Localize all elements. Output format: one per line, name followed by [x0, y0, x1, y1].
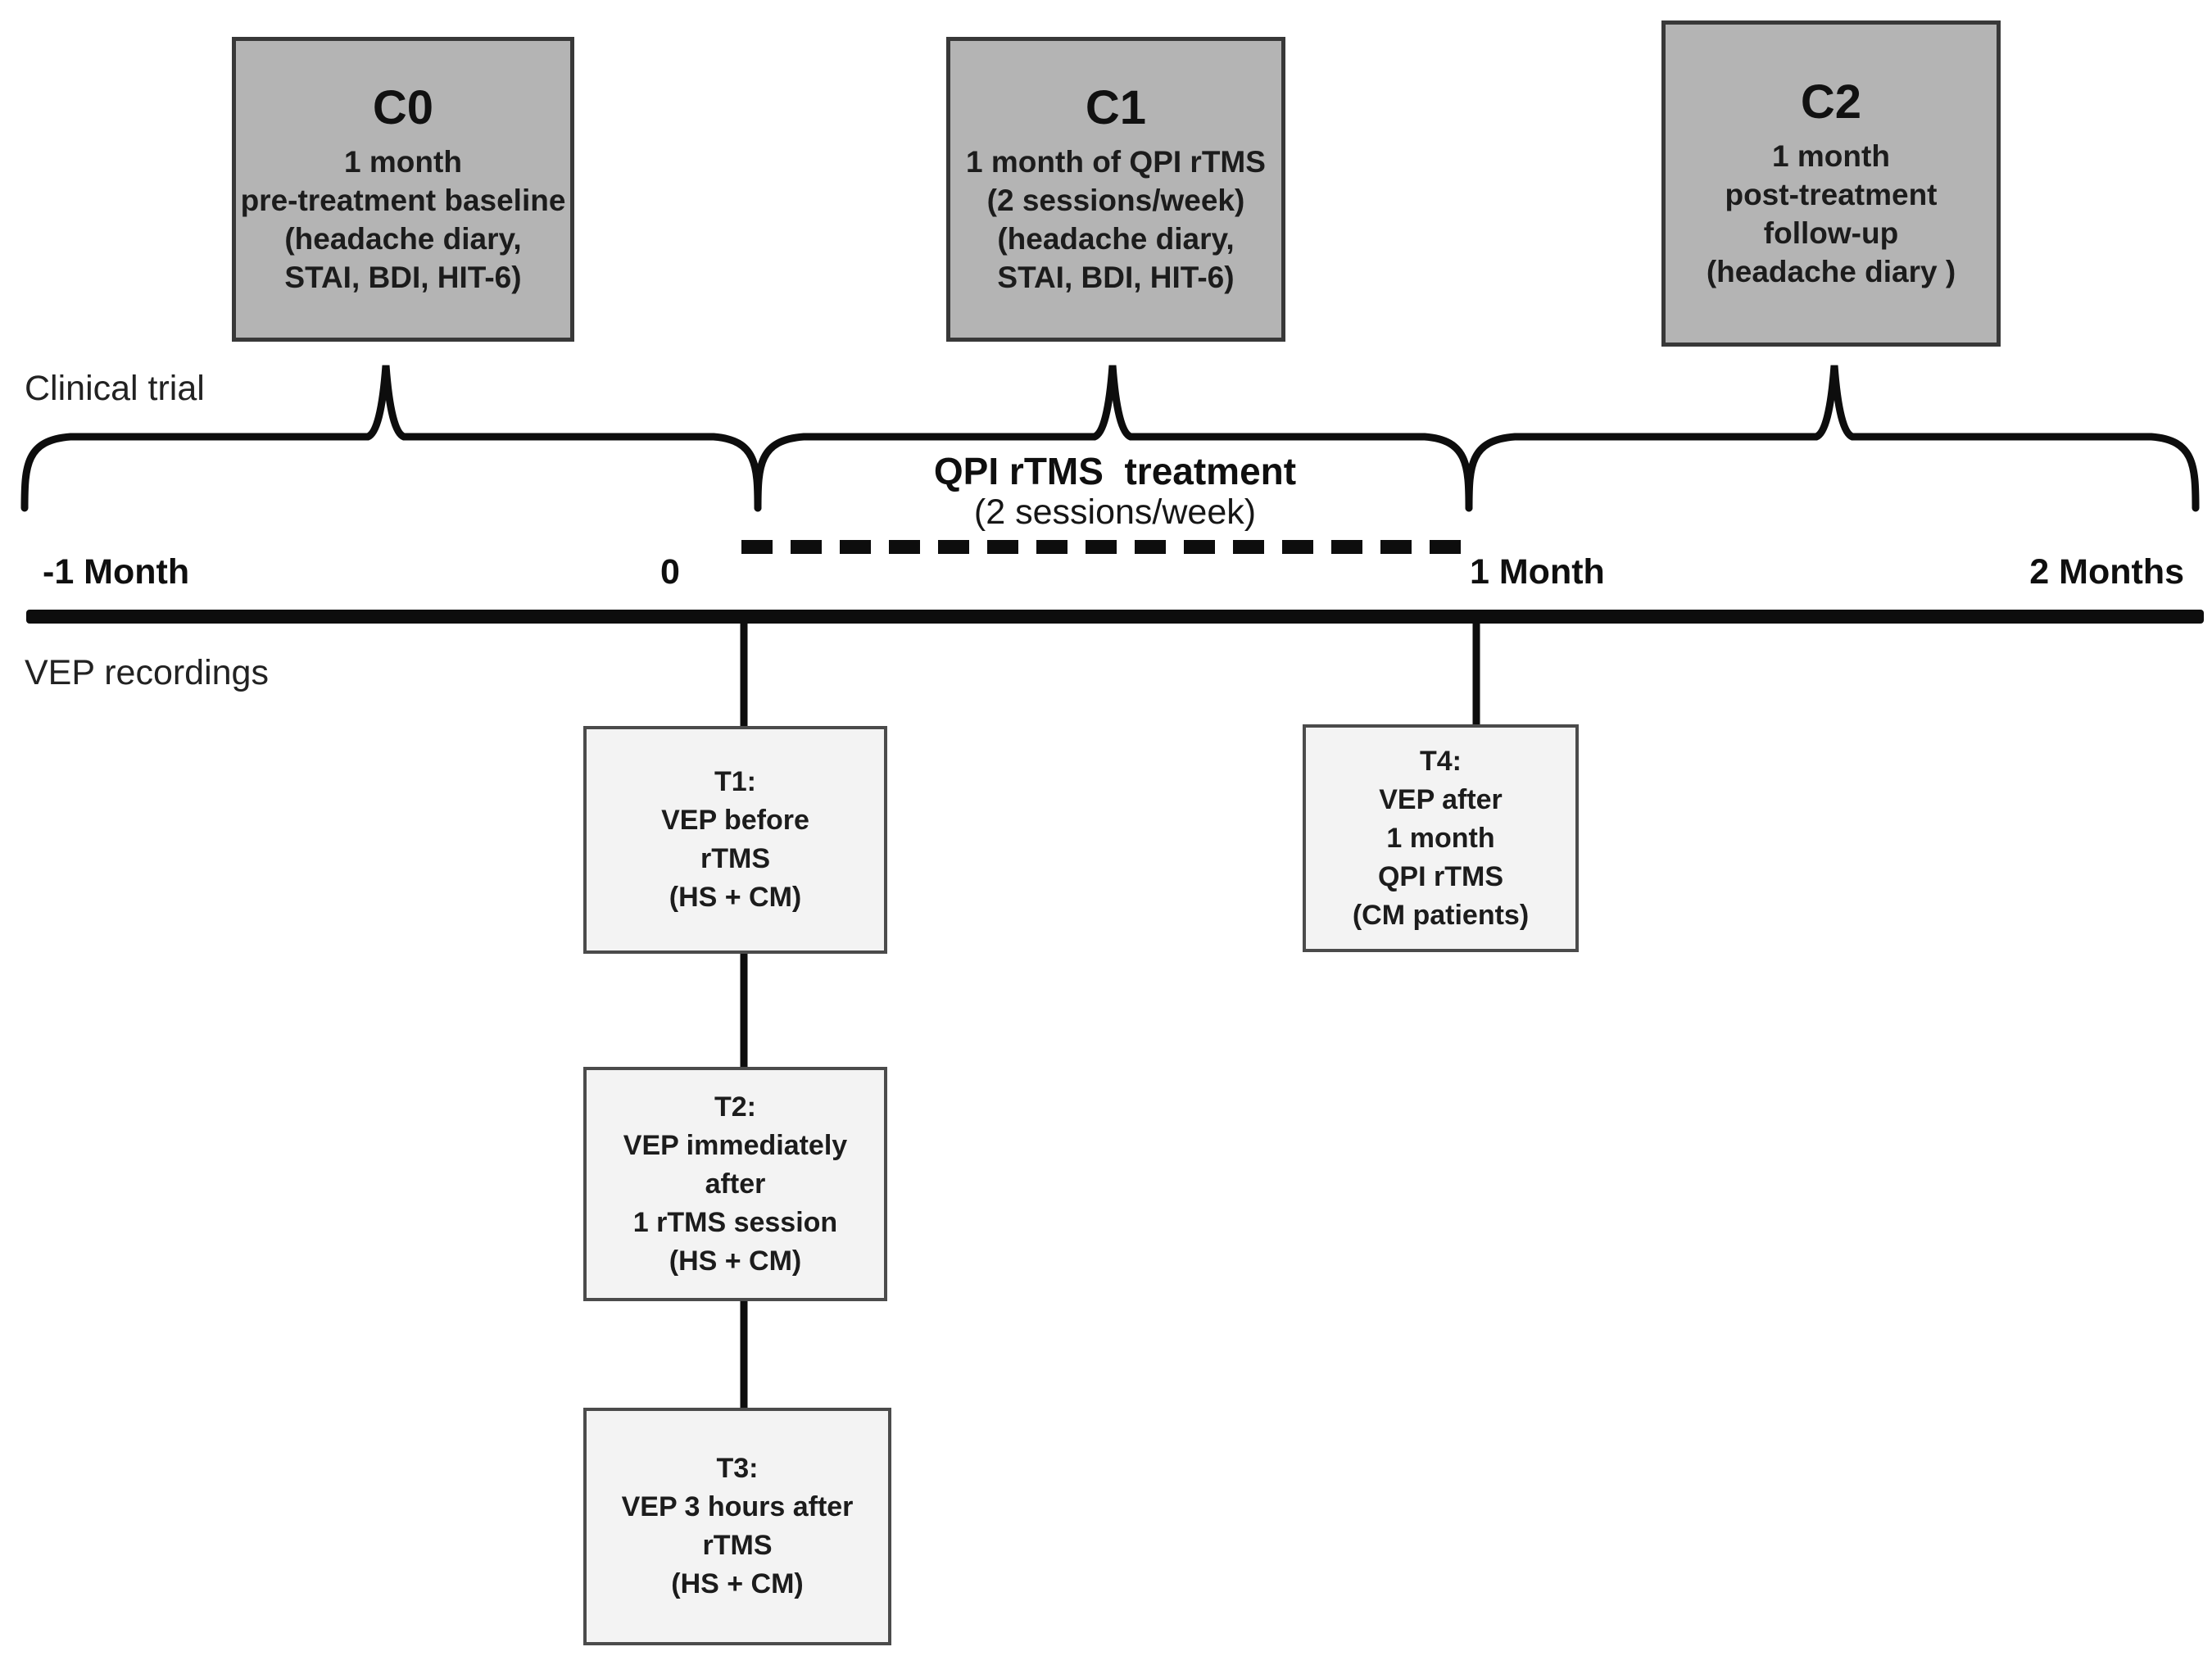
tick-0: 0 — [660, 552, 680, 592]
vep-box-t3-line: VEP 3 hours after — [621, 1491, 854, 1522]
clinical-box-c1: C1 1 month of QPI rTMS (2 sessions/week)… — [946, 37, 1285, 342]
clinical-box-c2-line: follow-up — [1763, 216, 1899, 250]
treatment-period-dashed-line — [741, 540, 1462, 554]
clinical-box-c0-title: C0 — [372, 81, 434, 134]
clinical-box-c1-line: STAI, BDI, HIT-6) — [997, 261, 1235, 294]
vep-box-t4-line: (CM patients) — [1352, 899, 1530, 931]
clinical-box-c1-line: (headache diary, — [997, 222, 1235, 256]
tick-2-months: 2 Months — [2029, 552, 2184, 592]
clinical-box-c2-title: C2 — [1800, 75, 1862, 129]
vep-box-t3-line: (HS + CM) — [671, 1568, 804, 1599]
treatment-title: QPI rTMS treatment — [933, 450, 1297, 492]
clinical-box-c1-line: (2 sessions/week) — [986, 184, 1245, 217]
clinical-box-c0-line: pre-treatment baseline — [240, 184, 566, 217]
clinical-box-c2-line: 1 month — [1772, 139, 1890, 173]
vep-box-t1-line: VEP before — [661, 805, 809, 836]
vep-box-t1: T1: VEP before rTMS (HS + CM) — [583, 726, 887, 954]
vep-box-t4: T4: VEP after 1 month QPI rTMS (CM patie… — [1303, 724, 1579, 952]
vep-box-t1-line: rTMS — [700, 843, 770, 874]
vep-box-t3-line: rTMS — [702, 1530, 773, 1561]
vep-box-t4-line: QPI rTMS — [1377, 860, 1504, 892]
vep-box-t2-line: after — [705, 1168, 766, 1200]
vep-recordings-label: VEP recordings — [25, 653, 269, 692]
vep-box-t3-title: T3: — [716, 1453, 759, 1484]
vep-box-t2-line: (HS + CM) — [669, 1245, 802, 1277]
brace-c2 — [1465, 365, 2200, 512]
clinical-box-c0-line: STAI, BDI, HIT-6) — [284, 261, 522, 294]
vep-box-t2-title: T2: — [714, 1091, 756, 1123]
vep-box-t4-title: T4: — [1420, 745, 1462, 777]
clinical-box-c0: C0 1 month pre-treatment baseline (heada… — [232, 37, 574, 342]
vep-box-t2: T2: VEP immediately after 1 rTMS session… — [583, 1067, 887, 1301]
vep-box-t1-title: T1: — [714, 766, 756, 797]
clinical-box-c2-line: post-treatment — [1725, 178, 1938, 211]
vep-box-t4-line: 1 month — [1386, 822, 1495, 854]
clinical-box-c0-line: 1 month — [344, 145, 462, 179]
clinical-box-c1-line: 1 month of QPI rTMS — [966, 145, 1266, 179]
vep-box-t2-line: 1 rTMS session — [632, 1206, 838, 1238]
treatment-subtitle: (2 sessions/week) — [973, 492, 1257, 532]
clinical-box-c2-line: (headache diary ) — [1706, 255, 1956, 288]
tick-1-month: 1 Month — [1470, 552, 1605, 592]
timeline-axis — [26, 610, 2204, 624]
tick-minus-1-month: -1 Month — [43, 552, 190, 592]
clinical-box-c0-line: (headache diary, — [284, 222, 522, 256]
clinical-box-c1-title: C1 — [1085, 81, 1147, 134]
clinical-trial-label: Clinical trial — [25, 369, 205, 408]
vep-box-t3: T3: VEP 3 hours after rTMS (HS + CM) — [583, 1408, 891, 1645]
vep-box-t1-line: (HS + CM) — [669, 882, 802, 913]
vep-box-t4-line: VEP after — [1379, 783, 1503, 815]
clinical-box-c2: C2 1 month post-treatment follow-up (hea… — [1661, 20, 2001, 347]
vep-box-t2-line: VEP immediately — [623, 1129, 848, 1161]
